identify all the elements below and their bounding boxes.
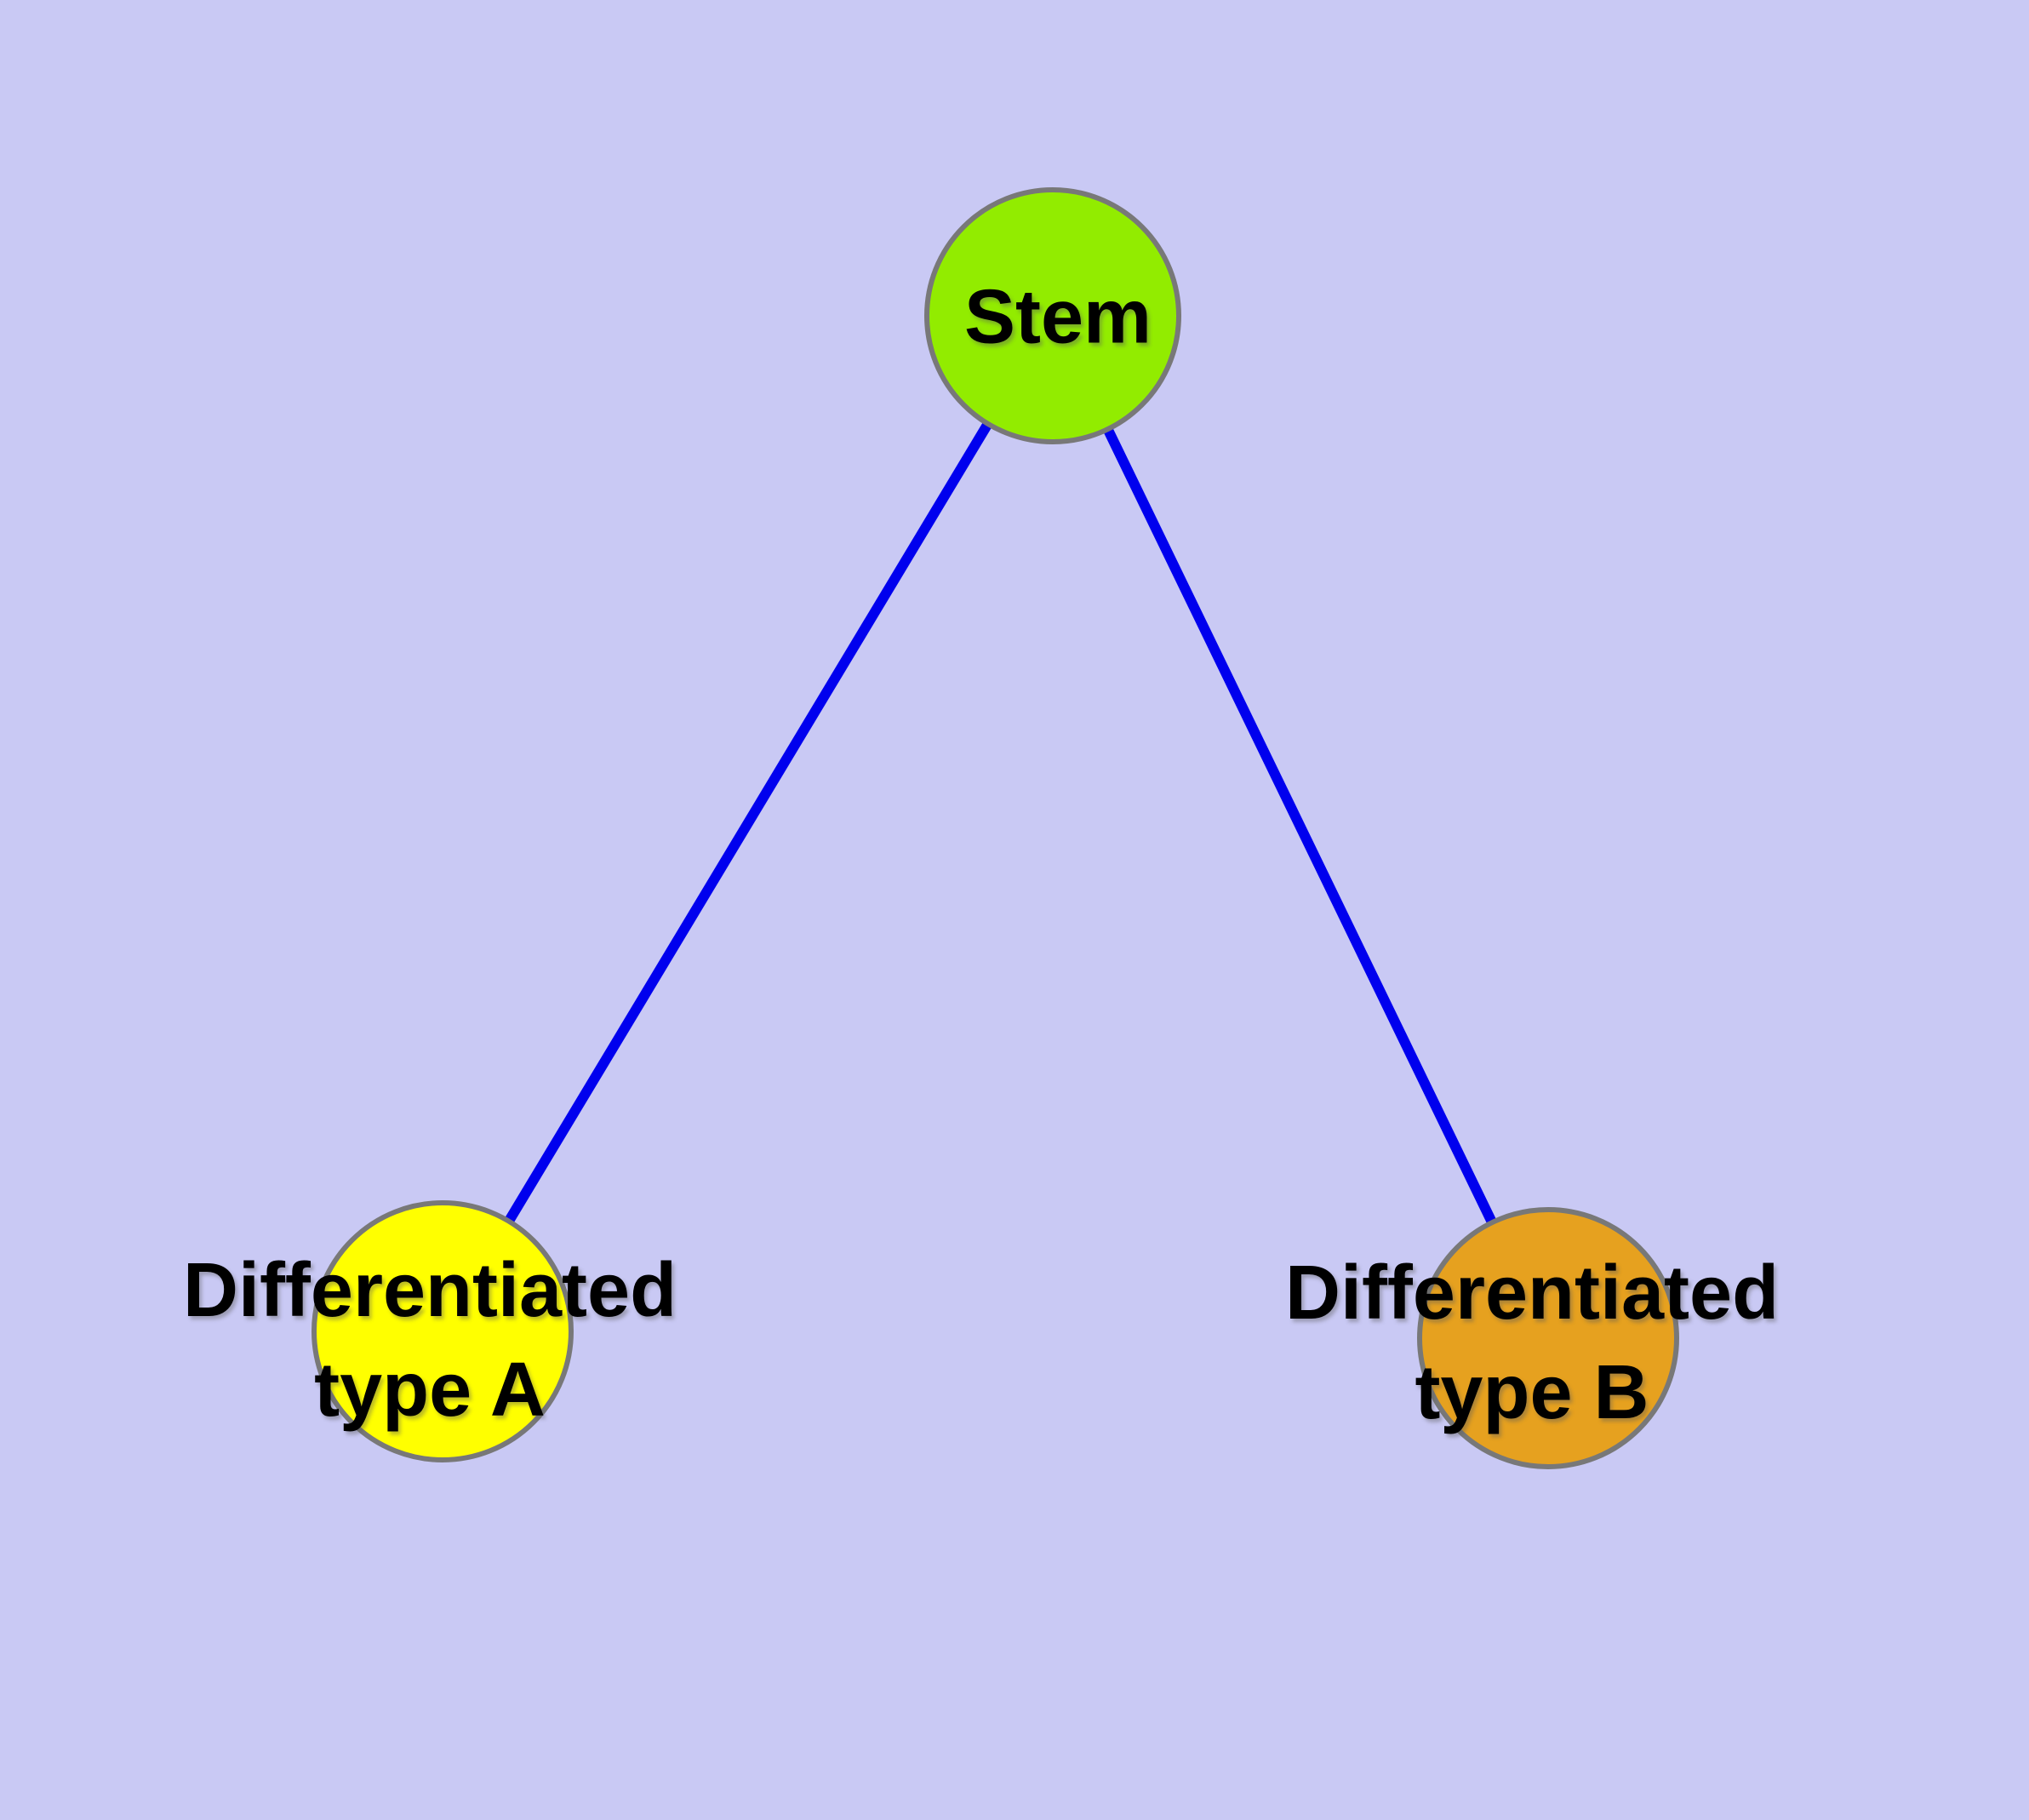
node-stem-circle xyxy=(924,187,1181,444)
node-type-a-circle xyxy=(311,1200,574,1462)
edge-stem-to-type-a xyxy=(437,312,1058,1335)
node-type-b-circle xyxy=(1417,1207,1679,1469)
edge-stem-to-type-b xyxy=(1048,313,1553,1341)
